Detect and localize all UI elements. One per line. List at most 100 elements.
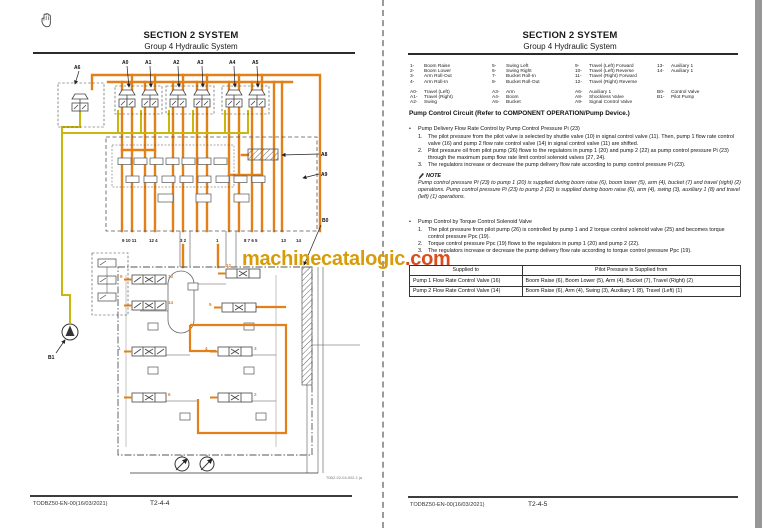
svg-text:A6: A6 xyxy=(74,65,81,71)
topic-pump-delivery-flow-rate: • Pump Delivery Flow Rate Control by Pump… xyxy=(409,126,741,201)
legend-column-3: 9-Travel (Left) Forward 10-Travel (Left)… xyxy=(575,64,657,105)
svg-text:12: 12 xyxy=(226,263,232,268)
topic-torque-control: •Pump Control by Torque Control Solenoid… xyxy=(409,219,741,255)
section-heading: Pump Control Circuit (Refer to COMPONENT… xyxy=(409,110,630,117)
doc-number: TODBZ50-EN-00(16/03/2021) xyxy=(410,502,485,508)
footer-rule xyxy=(408,496,738,498)
pilot-valves-row xyxy=(114,85,270,115)
svg-text:9: 9 xyxy=(120,274,123,279)
svg-text:14: 14 xyxy=(296,238,301,243)
legend-column-1: 1-Boom Raise 2-Boom Lower 3-Arm Roll-Out… xyxy=(410,64,490,105)
page-number: T2-4-5 xyxy=(528,501,548,508)
right-page-surface[interactable]: SECTION 2 SYSTEM Group 4 Hydraulic Syste… xyxy=(385,0,755,528)
hand-tool-cursor xyxy=(41,13,51,28)
svg-text:1: 1 xyxy=(216,238,219,243)
spool-valves xyxy=(124,268,261,403)
legend-row: A6-Auxiliary 1 xyxy=(575,89,612,95)
legend-row: A0-Travel (Left) xyxy=(410,89,450,95)
pilot-pump-symbol xyxy=(55,323,79,354)
doc-number: TODBZ50-EN-00(16/03/2021) xyxy=(33,501,108,507)
legend-row: 3-Arm Roll-Out xyxy=(410,74,452,80)
body-content: Pump Control Circuit (Refer to COMPONENT… xyxy=(409,110,742,298)
legend-row: 12-Travel (Right) Reverse xyxy=(575,79,638,85)
svg-text:A2: A2 xyxy=(173,60,180,66)
pilot-supply-yellow xyxy=(61,110,249,323)
note-text: Pump control pressure Pi (23) to pump 1 … xyxy=(418,180,741,200)
legend-row: 2-Boom Lower xyxy=(410,69,451,75)
legend-row: 1-Boom Raise xyxy=(410,64,451,69)
table-cell: Boom Raise (6), Boom Lower (5), Arm (4),… xyxy=(521,275,742,287)
step-item: The regulators increase or decrease the … xyxy=(428,162,686,168)
legend-row: 13-Auxiliary 1 xyxy=(657,64,694,69)
svg-text:5: 5 xyxy=(209,302,212,307)
bullet-marker: • xyxy=(409,126,411,132)
step-item: The regulators increase or decrease the … xyxy=(428,248,692,254)
svg-text:12 4: 12 4 xyxy=(149,238,158,243)
table-cell: Pump 1 Flow Rate Control Valve (16) xyxy=(409,275,523,287)
svg-text:9 10 11: 9 10 11 xyxy=(122,238,137,243)
svg-text:2: 2 xyxy=(254,392,257,397)
svg-text:A3: A3 xyxy=(197,60,204,66)
pilot-shutoff-block xyxy=(91,252,129,316)
header-rule xyxy=(33,52,355,54)
svg-text:13: 13 xyxy=(281,238,286,243)
svg-text:8 7 6 5: 8 7 6 5 xyxy=(244,238,258,243)
note-pencil-icon xyxy=(418,173,424,180)
page-spread-divider xyxy=(382,0,384,528)
highlight-route-orange xyxy=(90,73,322,269)
svg-text:6: 6 xyxy=(168,392,171,397)
legend-row: 5-Swing Left xyxy=(492,64,529,69)
step-item: The pilot pressure from the pilot valve … xyxy=(428,134,735,147)
step-item: Pilot pressure oil from pilot pump (26) … xyxy=(428,148,729,161)
topic-title: Pump Delivery Flow Rate Control by Pump … xyxy=(418,126,580,132)
step-item: The pilot pressure from pilot pump (26) … xyxy=(428,227,725,240)
svg-text:A1: A1 xyxy=(145,60,152,66)
svg-text:A8: A8 xyxy=(321,152,328,158)
table-row: Pump 1 Flow Rate Control Valve (16) Boom… xyxy=(409,275,742,287)
legend-row: A2-Swing xyxy=(410,100,438,106)
page-number: T2-4-4 xyxy=(150,500,170,507)
legend-row: B1-Pilot Pump xyxy=(657,94,695,100)
topic-title: Pump Control by Torque Control Solenoid … xyxy=(418,219,532,225)
svg-text:B0: B0 xyxy=(322,218,329,224)
control-valve-block xyxy=(117,266,360,473)
svg-text:14: 14 xyxy=(168,300,174,305)
watermark-suffix: .com xyxy=(405,248,451,270)
shockless-valve-a8 xyxy=(247,148,279,161)
aux-pilot-valve-a6 xyxy=(57,82,105,128)
table-header-row: Supplied to Pilot Pressure is Supplied f… xyxy=(409,264,742,277)
legend-row: 4-Arm Roll-In xyxy=(410,79,448,85)
left-page-surface[interactable]: SECTION 2 SYSTEM Group 4 Hydraulic Syste… xyxy=(0,0,382,528)
diagram-labels: A6 A0 A1 A2 A3 A4 A5 A8 A9 B0 B1 xyxy=(48,60,329,361)
note-heading: NOTE xyxy=(418,173,741,180)
main-pump-symbols xyxy=(130,455,318,474)
table-cell: Boom Raise (6), Arm (4), Swing (3), Auxi… xyxy=(521,285,742,298)
scrollbar-strip[interactable] xyxy=(755,0,762,528)
spool-number-labels: 9 10 14 12 1 5 4 3 6 2 xyxy=(118,263,257,397)
legend-row: A8-Shockless Valve xyxy=(575,95,624,101)
legend-row: 6-Swing Right xyxy=(492,69,532,75)
legend-row: B0-Control Valve xyxy=(657,89,700,95)
pilot-pressure-table: Supplied to Pilot Pressure is Supplied f… xyxy=(409,264,742,298)
header-rule xyxy=(408,53,738,55)
legend-row: A9-Signal Control Valve xyxy=(575,100,633,106)
legend-row: 8-Bucket Roll-Out xyxy=(492,79,540,85)
step-item: Torque control pressure Ppc (19) flows t… xyxy=(428,241,640,247)
legend-row: A1-Travel (Right) xyxy=(410,95,453,101)
legend-row: 14-Auxiliary 1 xyxy=(657,69,694,75)
svg-text:3: 3 xyxy=(254,346,257,351)
page-title: SECTION 2 SYSTEM xyxy=(143,30,239,41)
table-cell: Pump 2 Flow Rate Control Valve (14) xyxy=(409,285,523,298)
footer-rule xyxy=(30,495,352,497)
port-number-labels: 9 10 11 12 4 3 2 1 8 7 6 5 13 14 xyxy=(122,238,301,243)
page-subtitle: Group 4 Hydraulic System xyxy=(523,42,617,51)
legend-column-4: 13-Auxiliary 1 14-Auxiliary 1 B0-Control… xyxy=(657,64,737,100)
page-title: SECTION 2 SYSTEM xyxy=(522,30,618,41)
page-subtitle: Group 4 Hydraulic System xyxy=(144,42,238,51)
svg-text:A0: A0 xyxy=(122,60,129,66)
figure-ref: T0BZ-02-04-002-1 ja xyxy=(326,475,363,480)
legend-row: 9-Travel (Left) Forward xyxy=(575,64,634,69)
legend-row: A3-Arm xyxy=(492,89,515,95)
table-header-cell: Pilot Pressure is Supplied from xyxy=(521,264,742,277)
